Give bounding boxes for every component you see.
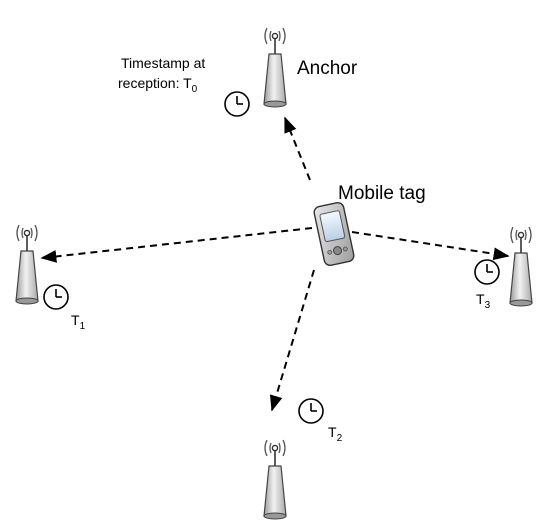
clock-icon-t1 (43, 284, 69, 310)
clock-icon-t2 (298, 398, 324, 424)
signal-arrow-right (351, 231, 510, 261)
t2-label: T2 (328, 424, 343, 444)
t0-main: reception: T (118, 75, 192, 91)
anchor-label: Anchor (297, 58, 358, 79)
mobile-device-icon (313, 201, 355, 267)
signal-arrow-bottom (270, 269, 315, 412)
antenna-icon-bottom (263, 439, 287, 520)
antenna-icon-right (509, 226, 533, 307)
t1-main: T (71, 312, 80, 328)
t1-label: T1 (71, 312, 86, 332)
t2-main: T (328, 424, 337, 440)
t3-label: T3 (476, 291, 491, 311)
t2-subscript: 2 (337, 433, 343, 444)
t3-main: T (476, 291, 485, 307)
antenna-icon-left (15, 224, 39, 305)
antenna-icon-top (263, 27, 287, 108)
signal-arrow-top (284, 116, 311, 181)
mobile-tag-label: Mobile tag (338, 183, 426, 204)
t3-subscript: 3 (485, 300, 491, 311)
clock-icon-t3 (474, 259, 500, 285)
t1-subscript: 1 (80, 321, 86, 332)
timestamp-label-line2: reception: T0 (118, 75, 198, 95)
timestamp-label-line1: Timestamp at (121, 55, 205, 71)
clock-icon-t0 (224, 91, 250, 117)
t0-subscript: 0 (192, 84, 198, 95)
signal-arrow-left (40, 227, 313, 263)
